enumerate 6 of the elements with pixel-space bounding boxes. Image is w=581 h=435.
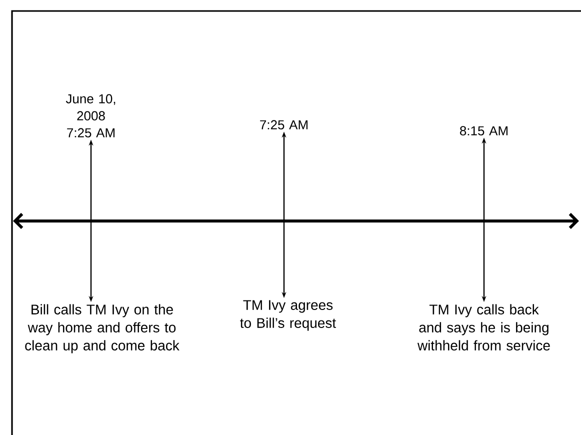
event-description: TM Ivy calls back and says he is being withheld from service — [417, 304, 550, 350]
time-label: 8:15 AM — [460, 126, 508, 136]
time-label: June 10, 2008 7:25 AM — [66, 94, 116, 138]
event-description: TM Ivy agrees to Bill’s request — [240, 300, 336, 331]
event-description: Bill calls TM Ivy on the way home and offers to clean up and come back — [25, 304, 180, 354]
time-label: 7:25 AM — [260, 120, 308, 130]
